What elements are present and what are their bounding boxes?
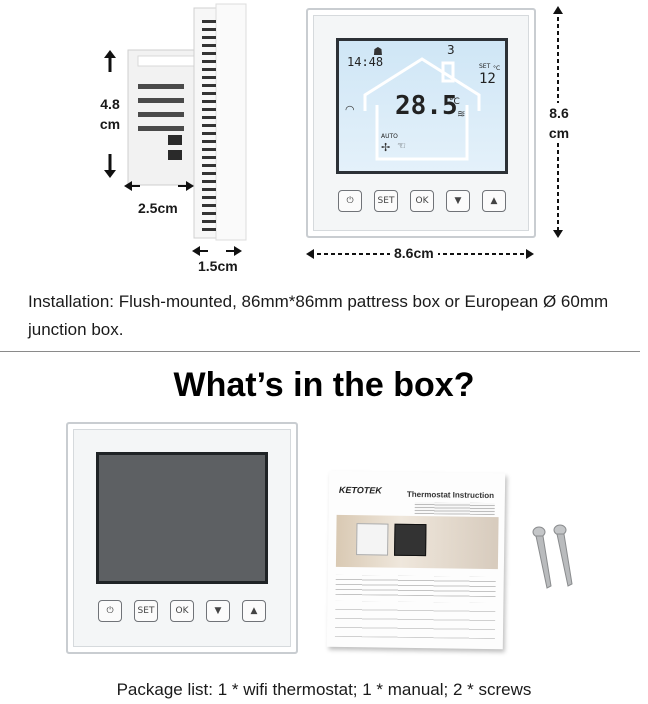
lcd-room-unit: °C	[449, 97, 460, 107]
width-label: 8.6cm	[390, 245, 438, 261]
frame-fin	[202, 164, 216, 167]
manual-title: Thermostat Instruction	[406, 489, 495, 501]
frame-fin	[202, 28, 216, 31]
lcd-day: 3	[447, 43, 455, 57]
product-set-button: SET	[134, 600, 158, 622]
product-up-button: ▲	[242, 600, 266, 622]
manual-photo	[335, 514, 499, 570]
person-icon: ☗	[373, 46, 383, 58]
side-view	[90, 0, 250, 260]
power-button[interactable]: ⏻	[338, 190, 362, 212]
section-divider	[0, 351, 640, 352]
screw-right	[553, 524, 573, 587]
blank-screen	[96, 452, 268, 584]
vertical-arrows	[104, 50, 116, 178]
manual-text-block	[414, 501, 495, 516]
up-button[interactable]: ▲	[482, 190, 506, 212]
lcd-auto-label: AUTO	[381, 133, 398, 140]
side-view-drawing	[127, 3, 247, 241]
frame-fin	[202, 212, 216, 215]
down-button[interactable]: ▼	[446, 190, 470, 212]
frame-fin	[202, 148, 216, 151]
width-arrows	[306, 249, 534, 259]
frame-fin	[202, 116, 216, 119]
manual-contents-section	[334, 600, 496, 640]
frame-fin	[202, 52, 216, 55]
height-label-left: 4.8 cm	[99, 96, 121, 132]
product-power-button: ⏻	[98, 600, 122, 622]
frame-fin	[202, 100, 216, 103]
frame-fin	[202, 220, 216, 223]
lcd-set-unit: °C	[493, 65, 501, 72]
lcd-set-label: SET	[479, 63, 491, 70]
frame-fin	[202, 68, 216, 71]
manual-text-lines	[335, 574, 496, 598]
frame-fin	[202, 172, 216, 175]
frame-fin	[202, 180, 216, 183]
frame-fin	[202, 76, 216, 79]
wifi-icon: ◠	[345, 104, 355, 116]
ok-button[interactable]: OK	[410, 190, 434, 212]
frame-fin	[202, 36, 216, 39]
frame-fin	[202, 84, 216, 87]
frame-fin	[202, 204, 216, 207]
frame-fin	[202, 188, 216, 191]
height-label-right: 8.6 cm	[542, 103, 576, 143]
frame-fin	[202, 156, 216, 159]
frame-fin	[202, 228, 216, 231]
fan-icon: ✢	[381, 142, 391, 154]
manual-photo-thermostat-white	[356, 523, 389, 556]
box-heading: What’s in the box?	[173, 366, 475, 404]
frame-fin	[202, 124, 216, 127]
frame-fin	[202, 60, 216, 63]
product-ok-button: OK	[170, 600, 194, 622]
installation-text: Installation: Flush-mounted, 86mm*86mm p…	[28, 292, 609, 339]
thermostat-product: ⏻ SET OK ▼ ▲	[66, 422, 298, 654]
lcd-room-temp: 28.5	[395, 91, 458, 121]
frame-fin	[202, 108, 216, 111]
product-down-button: ▼	[206, 600, 230, 622]
depth-label: 2.5cm	[138, 200, 178, 216]
frame-depth-label: 1.5cm	[198, 258, 238, 274]
frame-fin	[202, 140, 216, 143]
frame-fin	[202, 92, 216, 95]
lcd-house-outline	[363, 57, 481, 161]
package-list: Package list: 1 * wifi thermostat; 1 * m…	[116, 680, 532, 699]
heating-icon: ≋	[457, 109, 466, 120]
frame-fin	[202, 196, 216, 199]
frame-fin	[202, 132, 216, 135]
instruction-manual: KETOTEK Thermostat Instruction	[326, 470, 506, 650]
lcd-display: ☗ 14:48 3 SET 12 °C 28.5 °C ◠ ≋ AUTO ✢ ☜	[336, 38, 508, 174]
height-dimension-left	[90, 50, 130, 190]
lcd-set-temp: 12	[479, 71, 496, 87]
screws	[532, 524, 573, 589]
lcd-time: 14:48	[347, 55, 384, 69]
frame-depth-arrows	[192, 246, 242, 256]
manual-photo-thermostat-black	[394, 523, 427, 557]
depth-arrows	[124, 181, 194, 191]
manual-brand: KETOTEK	[338, 484, 382, 496]
frame-fin	[202, 20, 216, 23]
thermostat-front: ☗ 14:48 3 SET 12 °C 28.5 °C ◠ ≋ AUTO ✢ ☜…	[306, 8, 536, 238]
set-button[interactable]: SET	[374, 190, 398, 212]
frame-fin	[202, 44, 216, 47]
hand-icon: ☜	[397, 141, 406, 152]
screw-left	[532, 526, 552, 589]
